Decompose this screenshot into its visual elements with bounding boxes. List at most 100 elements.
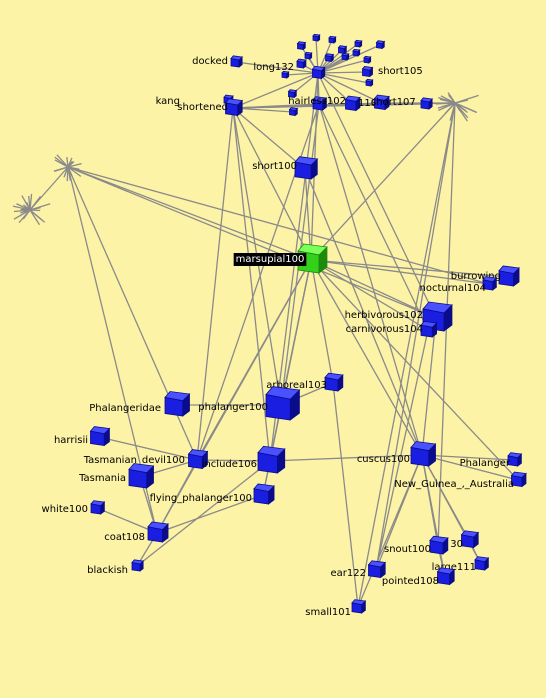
burst-spike [67, 161, 75, 168]
node-short107-label[interactable]: short107 [371, 97, 416, 108]
node-short105-label[interactable]: short105 [378, 66, 423, 77]
node-d14-cube[interactable] [281, 70, 290, 79]
node-tasmania-cube[interactable] [128, 463, 155, 489]
node-docked-label[interactable]: docked [192, 56, 228, 67]
node-pointed108-label[interactable]: pointed108 [382, 576, 439, 587]
node-short100-label[interactable]: short100 [252, 161, 297, 172]
node-d16-cube[interactable] [420, 97, 433, 110]
node-n30-cube[interactable] [460, 530, 480, 549]
node-flying_phalanger100-cube[interactable] [253, 483, 275, 505]
node-blackish-cube[interactable] [131, 559, 144, 572]
node-phalangeridae-label[interactable]: Phalangeridae [89, 403, 161, 414]
node-nocturnal104-label[interactable]: nocturnal104 [420, 283, 486, 294]
node-cuscus100-label[interactable]: cuscus100 [357, 454, 410, 465]
node-hairless102-cube[interactable] [312, 96, 328, 111]
burst-spike [67, 163, 82, 168]
node-d3-cube[interactable] [328, 35, 337, 44]
node-hub_top-cube[interactable] [311, 65, 326, 80]
node-phalanger100-label[interactable]: phalanger100 [198, 402, 268, 413]
node-d13-cube[interactable] [341, 52, 350, 61]
node-new_guinea-label[interactable]: New_Guinea_,_Australia [394, 479, 514, 490]
node-short105-cube[interactable] [361, 66, 374, 78]
node-harrisii-label[interactable]: harrisii [54, 435, 88, 446]
node-nocturnal104-cube[interactable] [482, 276, 498, 291]
cube-top [422, 301, 453, 314]
node-d2-cube[interactable] [312, 33, 321, 42]
node-d15-cube[interactable] [288, 107, 299, 117]
node-harrisii-cube[interactable] [89, 426, 111, 447]
node-d4-cube[interactable] [337, 45, 348, 55]
node-coat108-label[interactable]: coat108 [104, 532, 145, 543]
node-tasmanian_devil100-cube[interactable] [187, 449, 209, 470]
edge-include106-blackish [136, 460, 271, 567]
cube-top [297, 243, 328, 256]
node-ear122-cube[interactable] [367, 560, 387, 579]
node-shortened-label[interactable]: shortened [177, 102, 228, 113]
node-d9-cube[interactable] [324, 53, 335, 63]
node-phalangeridae-cube[interactable] [164, 391, 191, 417]
node-d6-cube[interactable] [375, 40, 386, 50]
node-phalanger-cube[interactable] [507, 452, 523, 467]
node-large111-label[interactable]: large111 [432, 562, 476, 573]
node-include106-label[interactable]: include106 [202, 459, 257, 470]
node-include106-cube[interactable] [257, 445, 286, 474]
node-d5-cube[interactable] [354, 39, 363, 48]
node-hairless102-label[interactable]: hairless102 [288, 96, 346, 107]
node-snout100-label[interactable]: snout100 [384, 544, 431, 555]
node-d11-cube[interactable] [287, 89, 298, 99]
cube-top [429, 535, 449, 544]
node-herbivorous102-label[interactable]: herbivorous102 [345, 310, 423, 321]
node-white100-label[interactable]: white100 [42, 504, 88, 515]
node-docked-cube[interactable] [230, 55, 243, 68]
node-tasmania-label[interactable]: Tasmania [78, 473, 126, 484]
edge-include106-cuscus100 [269, 454, 423, 462]
node-coat108-cube[interactable] [147, 521, 169, 543]
cube-top [288, 107, 299, 112]
node-burrowing-cube[interactable] [498, 265, 520, 287]
edge-cuscus100-small101 [357, 454, 423, 608]
node-arboreal103-label[interactable]: arboreal103 [266, 380, 327, 391]
node-phalanger100-cube[interactable] [265, 386, 301, 421]
node-large111-cube[interactable] [474, 556, 490, 571]
node-small101-cube[interactable] [351, 599, 367, 614]
edge-marsupial100-burst_right [310, 102, 456, 261]
node-tasmanian_devil100-label[interactable]: Tasmanian_devil100 [83, 455, 185, 466]
node-d1-cube[interactable] [296, 41, 307, 51]
node-blackish-label[interactable]: blackish [87, 565, 128, 576]
node-shortened-cube[interactable] [224, 98, 244, 117]
node-kangaroo100-label[interactable]: kang [156, 96, 180, 107]
node-marsupial100-label[interactable]: marsupial100 [236, 254, 305, 265]
node-small101-label[interactable]: small101 [305, 607, 351, 618]
node-d8-cube[interactable] [363, 55, 372, 64]
node-d7-cube[interactable] [352, 48, 361, 57]
node-marsupial100-cube[interactable] [297, 243, 328, 274]
node-cuscus100-cube[interactable] [410, 441, 437, 467]
cube-top [187, 449, 209, 458]
node-long132-cube[interactable] [296, 58, 307, 69]
node-carnivorous104-cube[interactable] [420, 320, 438, 338]
node-n110-cube[interactable] [344, 95, 361, 112]
node-new_guinea-cube[interactable] [510, 471, 527, 488]
node-snout100-cube[interactable] [429, 535, 449, 555]
node-pointed108-cube[interactable] [436, 567, 456, 586]
node-flying_phalanger100-label[interactable]: flying_phalanger100 [150, 493, 252, 504]
node-short107-cube[interactable] [373, 94, 390, 111]
node-phalanger-label[interactable]: Phalanger [460, 458, 511, 469]
node-ear122-label[interactable]: ear122 [331, 568, 366, 579]
node-d10-cube[interactable] [304, 51, 313, 60]
node-arboreal103-cube[interactable] [324, 372, 344, 392]
node-n110-label[interactable]: 110 [358, 98, 377, 109]
node-long132-label[interactable]: long132 [253, 62, 294, 73]
edge-burst_right-n110 [351, 102, 456, 105]
node-carnivorous104-label[interactable]: carnivorous104 [346, 324, 423, 335]
node-n30-label[interactable]: 30 [450, 539, 463, 550]
burst-spike [22, 209, 31, 220]
cube-top [507, 452, 523, 459]
cube-top [224, 98, 244, 106]
node-white100-cube[interactable] [90, 500, 106, 515]
node-d12-cube[interactable] [365, 78, 374, 87]
node-short100-cube[interactable] [294, 156, 319, 180]
node-burrowing-label[interactable]: burrowing [451, 271, 501, 282]
